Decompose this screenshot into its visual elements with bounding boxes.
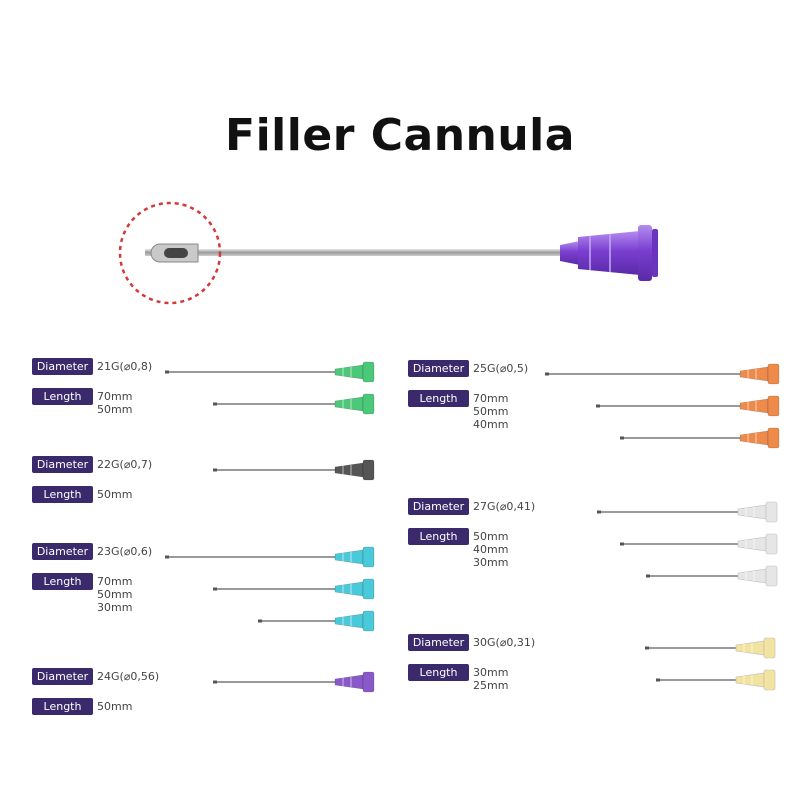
length-badge: Length [32, 698, 93, 715]
needle-5-3 [620, 427, 780, 449]
needle-6-1 [597, 501, 778, 523]
gauge-value: 25G(⌀0,5) [473, 362, 529, 375]
needle-1-2 [213, 393, 375, 415]
length-badge: Length [408, 390, 469, 407]
length-value: 30mm [473, 556, 509, 569]
diameter-badge: Diameter [32, 543, 93, 560]
length-value: 50mm [97, 403, 133, 416]
length-badge: Length [32, 486, 93, 503]
luer-hub [560, 225, 658, 281]
cannula-side-port [164, 248, 188, 258]
length-value: 70mm [473, 392, 509, 405]
gauge-value: 30G(⌀0,31) [473, 636, 536, 649]
gauge-value: 27G(⌀0,41) [473, 500, 536, 513]
page-title: Filler Cannula [225, 110, 575, 161]
cannula-hero-illustration [118, 201, 658, 305]
diameter-badge: Diameter [32, 358, 93, 375]
length-value: 70mm [97, 575, 133, 588]
length-value: 40mm [473, 543, 509, 556]
needle-4-1 [213, 671, 375, 693]
gauge-value: 23G(⌀0,6) [97, 545, 153, 558]
needle-7-2 [656, 669, 776, 691]
length-value: 30mm [97, 601, 133, 614]
needle-3-1 [165, 546, 375, 568]
gauge-value: 24G(⌀0,56) [97, 670, 160, 683]
length-value: 50mm [97, 588, 133, 601]
tip-highlight-circle [118, 201, 222, 305]
length-value: 25mm [473, 679, 509, 692]
diameter-badge: Diameter [32, 668, 93, 685]
needle-6-2 [620, 533, 778, 555]
gauge-value: 21G(⌀0,8) [97, 360, 153, 373]
length-value: 70mm [97, 390, 133, 403]
diameter-badge: Diameter [32, 456, 93, 473]
length-badge: Length [32, 573, 93, 590]
needle-6-3 [646, 565, 778, 587]
needle-1-1 [165, 361, 375, 383]
needle-3-3 [258, 610, 375, 632]
diameter-badge: Diameter [408, 634, 469, 651]
diameter-badge: Diameter [408, 498, 469, 515]
length-value: 50mm [473, 530, 509, 543]
length-badge: Length [32, 388, 93, 405]
needle-3-2 [213, 578, 375, 600]
cannula-shaft [145, 249, 565, 256]
diameter-badge: Diameter [408, 360, 469, 377]
gauge-value: 22G(⌀0,7) [97, 458, 153, 471]
length-badge: Length [408, 528, 469, 545]
needle-7-1 [645, 637, 776, 659]
needle-5-2 [596, 395, 780, 417]
length-list: 50mm [97, 488, 132, 501]
length-value: 50mm [97, 700, 133, 713]
length-badge: Length [408, 664, 469, 681]
length-value: 30mm [473, 666, 509, 679]
needle-5-1 [545, 363, 780, 385]
length-value: 50mm [97, 488, 133, 501]
length-list: 50mm [97, 700, 132, 713]
length-value: 40mm [473, 418, 509, 431]
needle-2-1 [213, 459, 375, 481]
length-value: 50mm [473, 405, 509, 418]
